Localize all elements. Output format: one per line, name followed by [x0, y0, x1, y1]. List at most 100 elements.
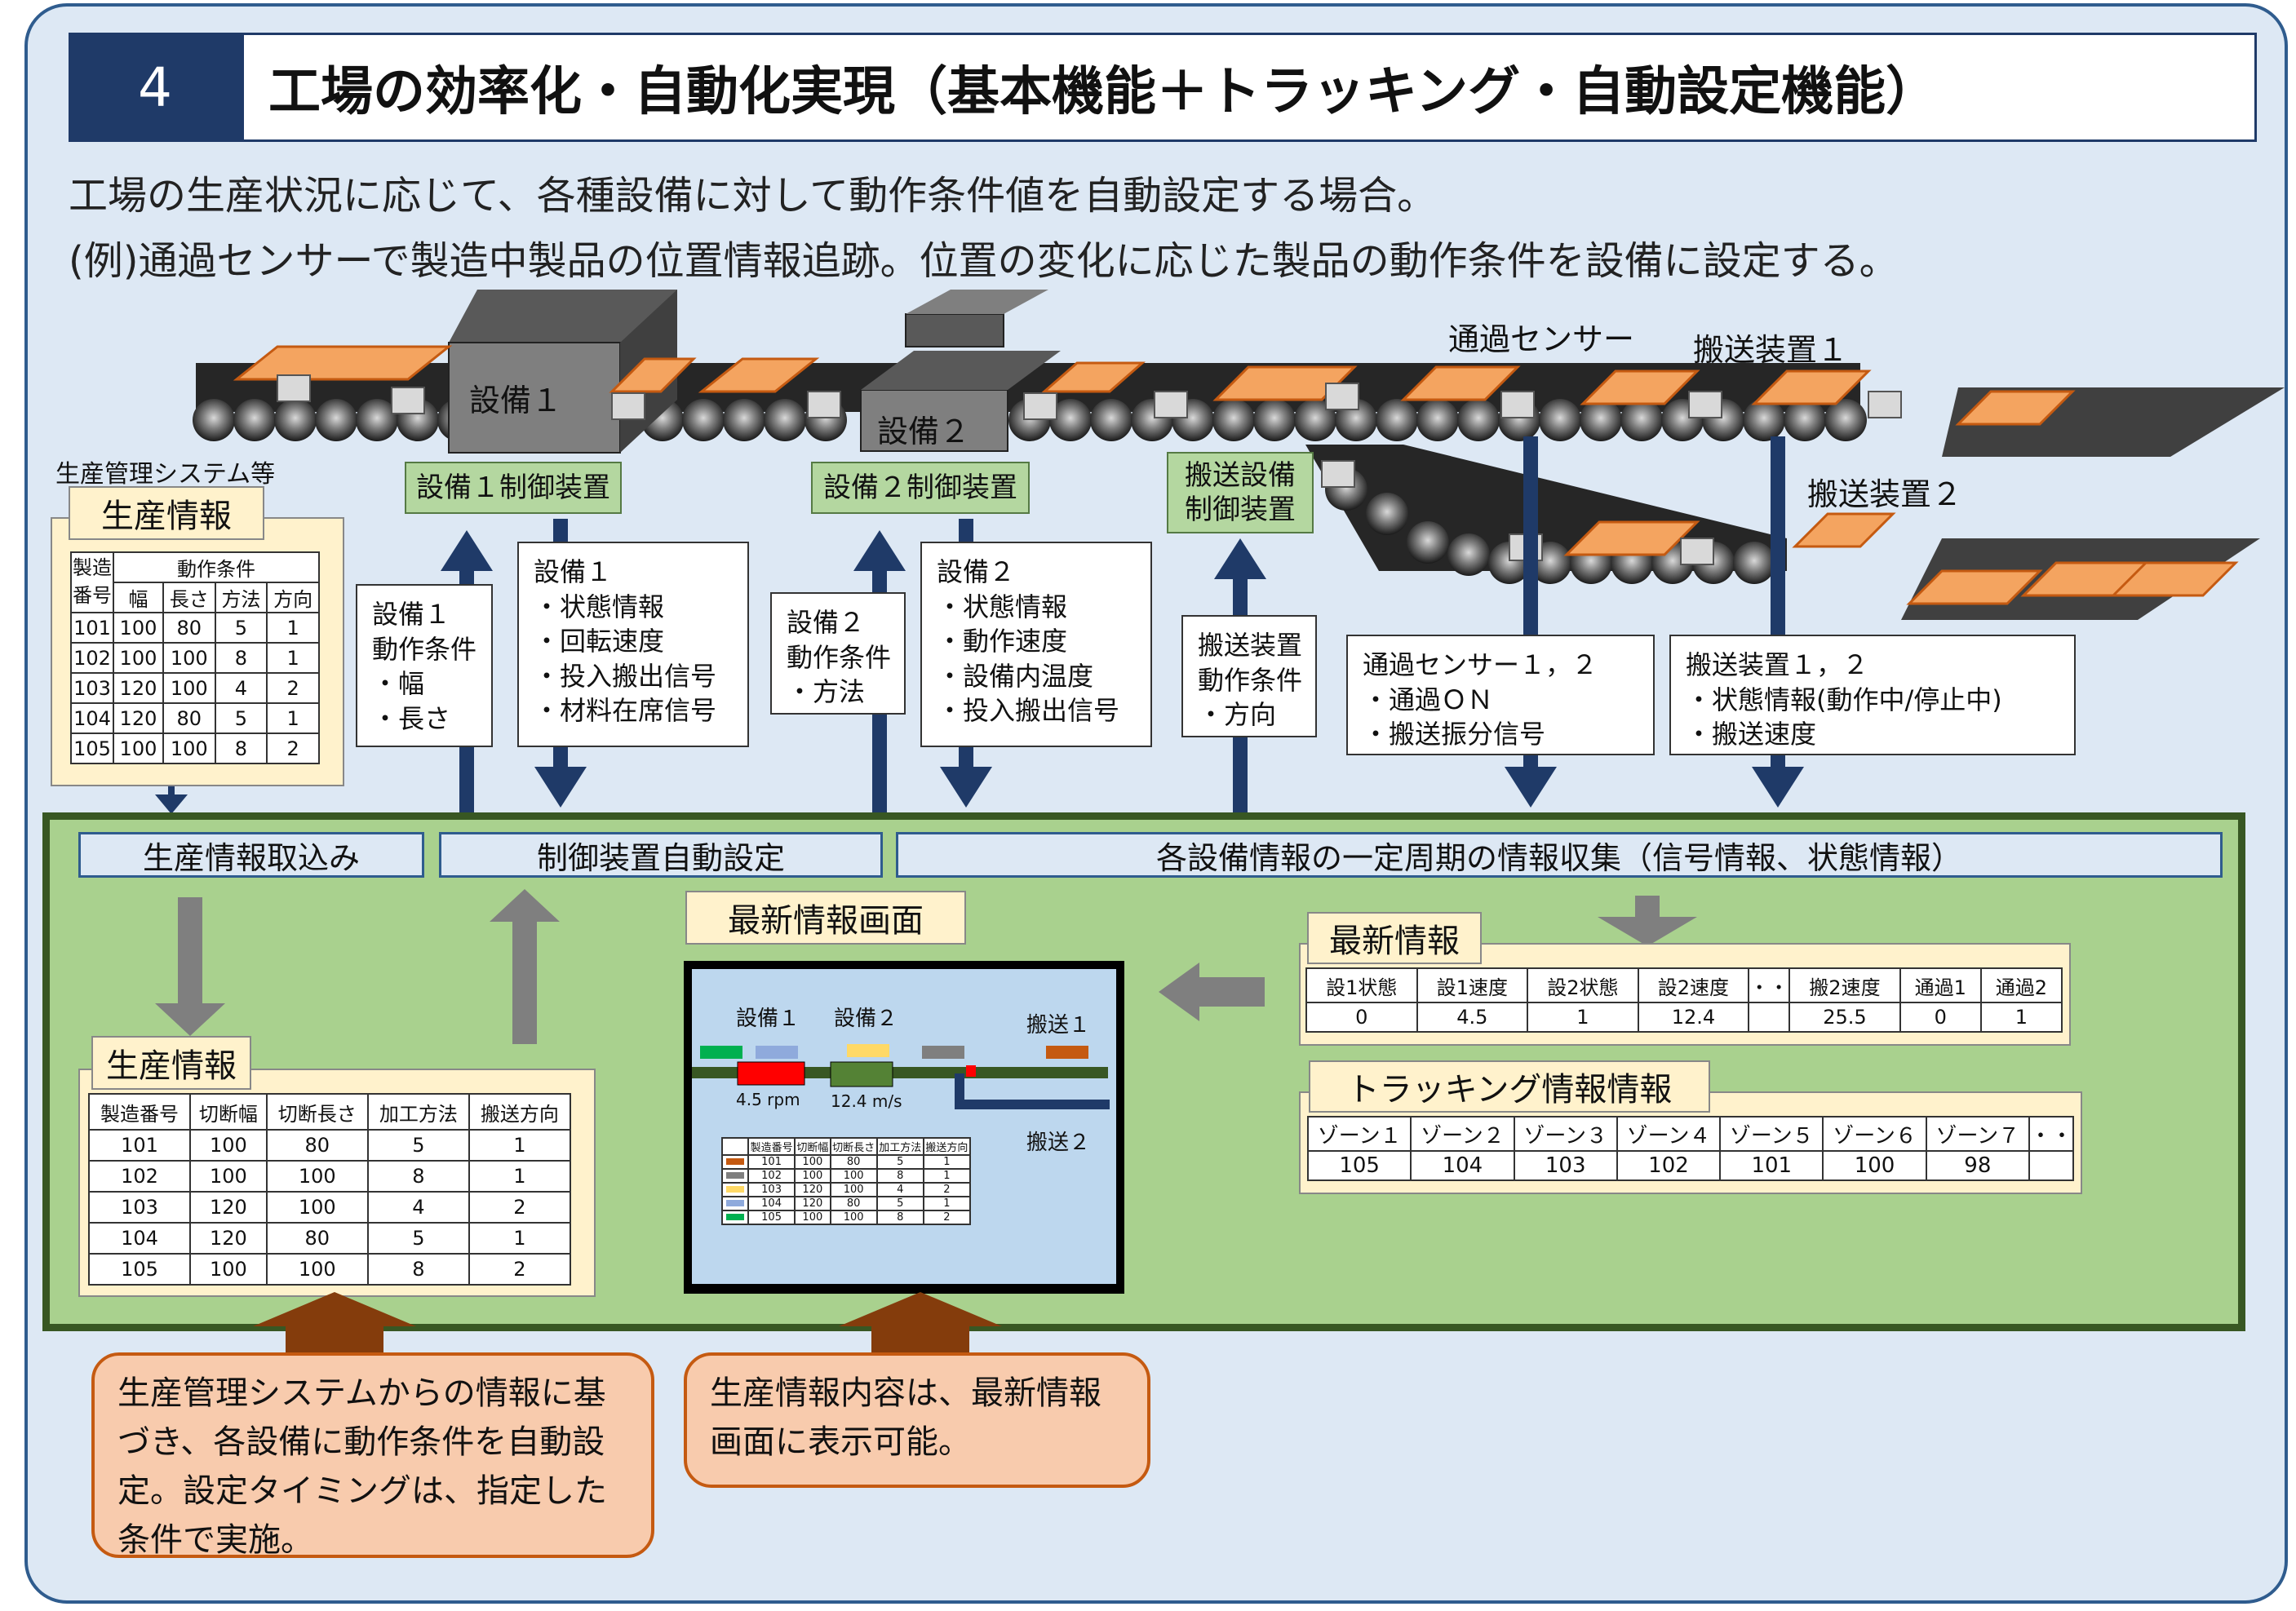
cell: 2 [922, 1210, 972, 1225]
box-line: 動作条件 [787, 641, 892, 673]
hdr-method: 方法 [214, 582, 268, 613]
cell: 120 [113, 672, 164, 704]
screen-speed1: 4.5 rpm [736, 1090, 800, 1109]
header-cell: 通過1 [1899, 967, 1982, 1003]
collection-bar: 各設備情報の一定周期の情報収集（信号情報、状態情報） [896, 832, 2223, 878]
header-cell: ゾーン３ [1513, 1116, 1618, 1152]
cell: 103 [747, 1182, 796, 1197]
header-cell: ・・ [2028, 1116, 2075, 1152]
box-line: 設備２ [787, 607, 866, 638]
main-frame [24, 3, 2288, 1604]
header-cell: ゾーン４ [1616, 1116, 1722, 1152]
cell: 製造番号 [747, 1137, 796, 1156]
box-line: 設備１ [372, 599, 451, 630]
cell: 100 [113, 732, 164, 764]
cell: 1 [1527, 1002, 1639, 1033]
sensor-info-box: 通過センサー１，２ ・通過ＯＮ ・搬送振分信号 [1346, 635, 1655, 755]
box-line: 設備１ [534, 556, 613, 587]
cell: 100 [189, 1129, 268, 1162]
cell: 100 [265, 1160, 369, 1193]
cell: 1 [922, 1196, 972, 1211]
cell: 8 [875, 1210, 924, 1225]
screen-speed2: 12.4 m/s [831, 1091, 902, 1111]
cell: 8 [366, 1253, 470, 1286]
workpieces [233, 345, 2239, 605]
cell: 98 [1925, 1150, 2030, 1181]
cell: 1 [922, 1154, 972, 1170]
cell: 2 [468, 1253, 572, 1286]
cell: 1 [266, 612, 320, 644]
cell: 104 [1410, 1150, 1515, 1181]
equipment-2 [860, 389, 1008, 452]
intro-line-1: 工場の生産状況に応じて、各種設備に対して動作条件値を自動設定する場合。 [69, 173, 1437, 219]
cell: 80 [162, 702, 216, 734]
cell: 100 [794, 1210, 831, 1225]
cell: 80 [829, 1196, 878, 1211]
cell: 2 [266, 732, 320, 764]
box-line: ・搬送速度 [1686, 719, 1817, 750]
cell: 105 [87, 1253, 192, 1286]
cell: 4 [875, 1182, 924, 1197]
latest-screen-title: 最新情報画面 [685, 891, 966, 945]
cell: 2 [468, 1191, 572, 1224]
box-line: ・状態情報 [534, 591, 665, 622]
cell: 100 [162, 672, 216, 704]
tracking-table: ゾーン１ ゾーン２ ゾーン３ ゾーン４ ゾーン５ ゾーン６ ゾーン７ ・・ 10… [1306, 1116, 2075, 1181]
header-cell: 設1速度 [1416, 967, 1529, 1003]
screen-conv2: 搬送２ [1026, 1131, 1091, 1155]
cell: 102 [70, 642, 114, 674]
cell: 8 [366, 1160, 470, 1193]
cell: 100 [265, 1253, 369, 1286]
header-cell: 通過2 [1979, 967, 2063, 1003]
prod-mgmt-label: 生産管理システム等 [55, 460, 276, 489]
cell: 100 [829, 1168, 878, 1184]
box-line: 設備２ [937, 556, 1016, 587]
eq1-condition-box: 設備１ 動作条件 ・幅 ・長さ [356, 584, 493, 747]
cell: 100 [794, 1154, 831, 1170]
hdr-serial-1: 製造 [73, 556, 112, 580]
screen-eq1: 設備１ [736, 1007, 800, 1031]
cell: 1 [468, 1160, 572, 1193]
conveyor-condition-box: 搬送装置 動作条件 ・方向 [1181, 615, 1317, 737]
cell [2028, 1150, 2075, 1181]
cell: 4 [366, 1191, 470, 1224]
conveyor-status-box: 搬送装置１，２ ・状態情報(動作中/停止中) ・搬送速度 [1669, 635, 2076, 755]
monitor-screen [692, 969, 1116, 1284]
cell: 102 [87, 1160, 192, 1193]
cell: 1 [1979, 1002, 2063, 1033]
box-line: ・動作速度 [937, 626, 1068, 657]
cell [1748, 1002, 1791, 1033]
hdr-direction: 方向 [266, 582, 320, 613]
cell: 搬送方向 [922, 1137, 972, 1156]
screen-diagram [692, 1044, 1110, 1109]
box-line: ・回転速度 [534, 626, 665, 657]
prod-mgmt-arrow [155, 786, 188, 814]
conveyor-1-label: 搬送装置１ [1693, 332, 1849, 368]
box-line: 搬送装置 [1198, 630, 1303, 661]
equipment-2-controller: 設備２制御装置 [811, 462, 1030, 514]
cell: 100 [113, 642, 164, 674]
cell: 5 [875, 1154, 924, 1170]
cell: 105 [747, 1210, 796, 1225]
screen-conv1: 搬送１ [1026, 1013, 1091, 1038]
import-bar: 生産情報取込み [78, 832, 424, 878]
cell: 103 [70, 672, 114, 704]
callout-auto-setting: 生産管理システムからの情報に基づき、各設備に動作条件を自動設定。設定タイミングは… [91, 1352, 654, 1559]
header-cell: 切断幅 [189, 1093, 268, 1131]
cell: 120 [794, 1182, 831, 1197]
equipment-2-label: 設備２ [877, 414, 971, 449]
header-cell: ゾーン２ [1410, 1116, 1515, 1152]
eq2-condition-box: 設備２ 動作条件 ・方法 [770, 592, 906, 715]
header-cell: 設2速度 [1637, 967, 1750, 1003]
cell: 104 [87, 1222, 192, 1255]
cell: 101 [87, 1129, 192, 1162]
plant-illustration [193, 290, 2285, 620]
box-line: 通過センサー１，２ [1363, 649, 1598, 680]
cell: 1 [266, 642, 320, 674]
cell: 1 [468, 1129, 572, 1162]
header-cell: 切断長さ [265, 1093, 369, 1131]
cell: 2 [266, 672, 320, 704]
conveyor-controller: 搬送設備 制御装置 [1167, 452, 1314, 533]
